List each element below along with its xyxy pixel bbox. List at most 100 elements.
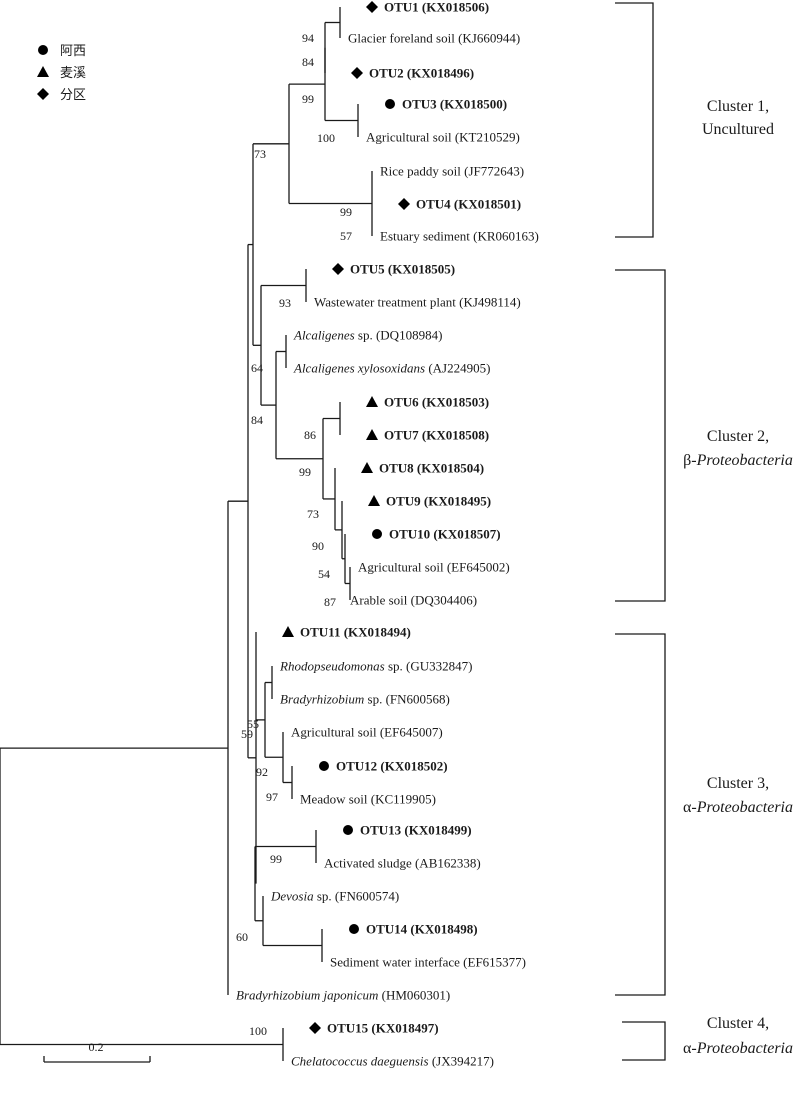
leaf-label: Estuary sediment (KR060163) <box>380 229 539 244</box>
leaf-label-part: OTU11 (KX018494) <box>300 625 411 640</box>
leaf-label-part: Activated sludge (AB162338) <box>324 856 481 871</box>
leaf-OTU9: OTU9 (KX018495) <box>368 494 491 509</box>
triangle-marker-icon <box>366 429 378 440</box>
leaf-alc_sp: Alcaligenes sp. (DQ108984) <box>293 328 442 343</box>
cluster-label-part: β- <box>683 452 696 469</box>
bootstrap-value: 54 <box>318 567 330 581</box>
leaf-rice: Rice paddy soil (JF772643) <box>380 164 524 179</box>
bootstrap-value: 92 <box>256 765 268 779</box>
leaf-label: OTU11 (KX018494) <box>300 625 411 640</box>
cluster-3: Cluster 3, α-Proteobacteria <box>615 633 793 996</box>
bootstrap-value: 99 <box>270 852 282 866</box>
bootstrap-value: 59 <box>241 727 253 741</box>
leaf-agri1: Agricultural soil (KT210529) <box>366 130 520 145</box>
leaf-label-part: Alcaligenes xylosoxidans <box>293 361 425 376</box>
leaf-OTU2: OTU2 (KX018496) <box>351 66 474 81</box>
leaf-OTU11: OTU11 (KX018494) <box>282 625 411 640</box>
leaf-label-part: OTU3 (KX018500) <box>402 97 507 112</box>
cluster-label: α-Proteobacteria <box>683 799 793 816</box>
cluster-label: Cluster 1, <box>707 98 769 115</box>
leaf-labels: OTU1 (KX018506) Glacier foreland soil (KJ… <box>236 0 539 1069</box>
leaf-glacier: Glacier foreland soil (KJ660944) <box>348 31 520 46</box>
scale-bar-label: 0.2 <box>89 1040 104 1054</box>
leaf-label: OTU6 (KX018503) <box>384 395 489 410</box>
bootstrap-value: 100 <box>249 1024 267 1038</box>
legend-label: 分区 <box>60 88 86 103</box>
leaf-label: Activated sludge (AB162338) <box>324 856 481 871</box>
bootstrap-value: 87 <box>324 595 336 609</box>
cluster-2: Cluster 2,β-Proteobacteria <box>615 269 793 602</box>
cluster-label-part: α- <box>683 799 697 816</box>
cluster-label: Uncultured <box>702 121 774 138</box>
triangle-marker-icon <box>366 396 378 407</box>
legend-triangle-icon <box>37 66 49 77</box>
cluster-label: β-Proteobacteria <box>683 452 793 469</box>
leaf-label: OTU15 (KX018497) <box>327 1021 439 1036</box>
leaf-label-part: Bradyrhizobium japonicum <box>236 988 378 1003</box>
bootstrap-value: 84 <box>302 55 314 69</box>
leaf-label: Devosia sp. (FN600574) <box>270 889 399 904</box>
leaf-brady_sp: Bradyrhizobium sp. (FN600568) <box>280 692 450 707</box>
leaf-label-part: sp. (GU332847) <box>385 659 473 674</box>
leaf-label-part: Estuary sediment (KR060163) <box>380 229 539 244</box>
diamond-marker-icon <box>366 1 378 13</box>
leaf-OTU5: OTU5 (KX018505) <box>332 262 455 277</box>
leaf-label: OTU8 (KX018504) <box>379 461 484 476</box>
circle-marker-icon <box>319 761 329 771</box>
leaf-label: OTU10 (KX018507) <box>389 527 501 542</box>
leaf-label-part: OTU7 (KX018508) <box>384 428 489 443</box>
leaf-label-part: Agricultural soil (EF645007) <box>291 725 443 740</box>
leaf-label-part: Wastewater treatment plant (KJ498114) <box>314 295 521 310</box>
leaf-label: Sediment water interface (EF615377) <box>330 955 526 970</box>
cluster-bracket <box>615 2 654 238</box>
cluster-label: α-Proteobacteria <box>683 1040 793 1057</box>
leaf-label-part: (HM060301) <box>378 988 450 1003</box>
leaf-label: OTU13 (KX018499) <box>360 823 472 838</box>
cluster-bracket <box>615 269 666 602</box>
bootstrap-values: 9484991007399579364848699739054875559929… <box>236 31 352 1038</box>
leaf-label: OTU2 (KX018496) <box>369 66 474 81</box>
cluster-4: Cluster 4, α-Proteobacteria <box>622 1015 793 1061</box>
legend-label: 麦溪 <box>60 66 86 81</box>
leaf-label-part: OTU5 (KX018505) <box>350 262 455 277</box>
leaf-label-part: Agricultural soil (KT210529) <box>366 130 520 145</box>
cluster-bracket <box>622 1021 666 1061</box>
cluster-1: Cluster 1, Uncultured <box>615 2 774 238</box>
leaf-OTU15: OTU15 (KX018497) <box>309 1021 439 1036</box>
scale-bar: 0.2 <box>43 1040 151 1063</box>
circle-marker-icon <box>349 924 359 934</box>
cluster-label: Cluster 4, <box>707 1015 769 1032</box>
cluster-label: Cluster 3, <box>707 775 769 792</box>
leaf-label-part: sp. (FN600574) <box>314 889 400 904</box>
leaf-label-part: OTU6 (KX018503) <box>384 395 489 410</box>
leaf-label: Alcaligenes xylosoxidans (AJ224905) <box>293 361 490 376</box>
triangle-marker-icon <box>361 462 373 473</box>
leaf-sludge: Activated sludge (AB162338) <box>324 856 481 871</box>
leaf-arable: Arable soil (DQ304406) <box>350 593 477 608</box>
bootstrap-value: 93 <box>279 296 291 310</box>
diamond-marker-icon <box>398 198 410 210</box>
leaf-label: OTU9 (KX018495) <box>386 494 491 509</box>
leaf-wastewater: Wastewater treatment plant (KJ498114) <box>314 295 521 310</box>
bootstrap-value: 55 <box>247 717 259 731</box>
leaf-label-part: Chelatococcus daeguensis <box>291 1054 429 1069</box>
leaf-brady_jap: Bradyrhizobium japonicum (HM060301) <box>236 988 450 1003</box>
leaf-label-part: sp. (DQ108984) <box>355 328 443 343</box>
leaf-rhodo: Rhodopseudomonas sp. (GU332847) <box>279 659 472 674</box>
leaf-label: Agricultural soil (EF645007) <box>291 725 443 740</box>
leaf-label: Agricultural soil (KT210529) <box>366 130 520 145</box>
leaf-label: Rhodopseudomonas sp. (GU332847) <box>279 659 472 674</box>
bootstrap-value: 84 <box>251 413 263 427</box>
circle-marker-icon <box>343 825 353 835</box>
leaf-label: OTU1 (KX018506) <box>384 0 489 15</box>
cluster-label-part: Proteobacteria <box>696 799 793 816</box>
leaf-OTU6: OTU6 (KX018503) <box>366 395 489 410</box>
leaf-label: Wastewater treatment plant (KJ498114) <box>314 295 521 310</box>
cluster-label-part: Proteobacteria <box>696 1040 793 1057</box>
leaf-label-part: (AJ224905) <box>425 361 490 376</box>
cluster-label-part: Proteobacteria <box>696 452 793 469</box>
bootstrap-value: 94 <box>302 31 314 45</box>
